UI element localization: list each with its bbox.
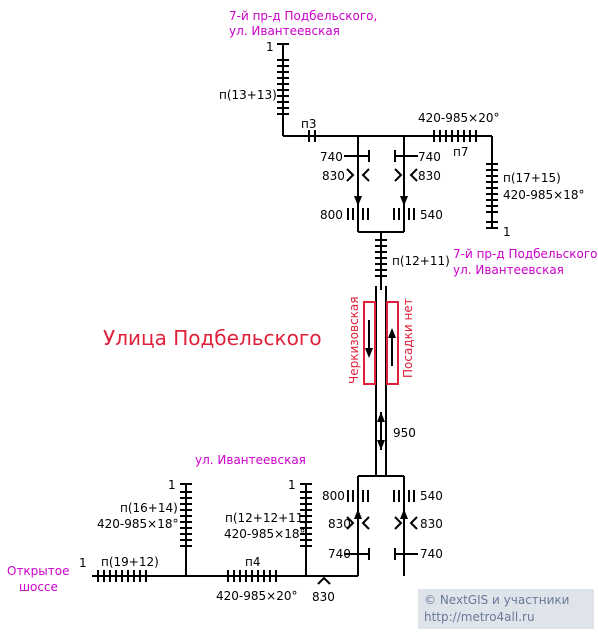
credit-box: © NextGIS и участники http://metro4all.r… <box>418 589 594 629</box>
label-dim: 420-985×20° <box>216 589 297 603</box>
label-830: 830 <box>322 169 345 183</box>
label-830: 830 <box>418 169 441 183</box>
label-740: 740 <box>328 547 351 561</box>
label-830: 830 <box>328 517 351 531</box>
chevron-up-icon <box>317 576 331 585</box>
label-740: 740 <box>420 547 443 561</box>
arrow-up-icon <box>388 328 396 338</box>
stairs-p12-12-11 <box>300 483 312 547</box>
arrow-up-icon <box>400 509 408 519</box>
stairs-p16-14 <box>180 483 192 547</box>
chevron-icon <box>361 516 370 530</box>
label-830: 830 <box>312 590 335 604</box>
label-stairs: п(12+12+11) <box>225 511 308 525</box>
chevron-icon <box>409 516 418 530</box>
chevron-icon <box>361 168 370 182</box>
label-dim: 420-985×20° <box>418 111 499 125</box>
label-p7: п7 <box>453 145 468 159</box>
stairs-p19-12 <box>97 570 147 582</box>
chevron-icon <box>394 516 403 530</box>
top-destination-line2: ул. Ивантеевская <box>229 24 340 38</box>
left-destination-line1: Открытое <box>7 564 70 578</box>
label-950: 950 <box>393 426 416 440</box>
escalator-800 <box>347 208 369 220</box>
label-stairs: п(19+12) <box>101 555 159 569</box>
credit-link[interactable]: http://metro4all.ru <box>424 610 535 624</box>
right-destination-line2: ул. Ивантеевская <box>453 263 564 277</box>
label-stairs: п(17+15) <box>503 171 561 185</box>
bottom-destination: ул. Ивантеевская <box>195 453 306 467</box>
label-dim: 420-985×18° <box>97 517 178 531</box>
count-one: 1 <box>288 478 296 492</box>
escalator-540 <box>393 208 415 220</box>
right-destination-line1: 7-й пр-д Подбельского, <box>453 247 598 261</box>
escalator-b-540 <box>393 490 415 502</box>
arrow-down-icon <box>365 348 373 358</box>
chevron-icon <box>346 168 355 182</box>
label-540: 540 <box>420 208 443 222</box>
label-540: 540 <box>420 489 443 503</box>
track-box-left <box>363 301 376 385</box>
arrow-up-icon <box>377 412 385 422</box>
chevron-icon <box>394 168 403 182</box>
label-stairs: п(16+14) <box>120 501 178 515</box>
track-no-boarding: Посадки нет <box>401 298 415 378</box>
arrow-down-icon <box>400 196 408 206</box>
stairs-right <box>486 163 498 229</box>
top-destination-line1: 7-й пр-д Подбельского, <box>229 9 377 23</box>
label-800: 800 <box>322 489 345 503</box>
label-stairs: п(13+13) <box>219 88 277 102</box>
label-dim: 420-985×18° <box>503 188 584 202</box>
chevron-icon <box>409 168 418 182</box>
track-box-right <box>386 301 399 385</box>
label-800: 800 <box>320 208 343 222</box>
label-p4: п4 <box>245 555 260 569</box>
count-one: 1 <box>168 478 176 492</box>
credit-line: © NextGIS и участники <box>424 593 570 607</box>
count-one: 1 <box>79 556 87 570</box>
arrow-up-icon <box>354 509 362 519</box>
count-one: 1 <box>503 225 511 239</box>
label-830: 830 <box>420 517 443 531</box>
escalator-b-800 <box>347 490 369 502</box>
count-one: 1 <box>266 40 274 54</box>
door-p3 <box>308 130 316 142</box>
street-name: Улица Подбельского <box>103 326 322 350</box>
left-destination-line2: шоссе <box>19 580 58 594</box>
stairs-center <box>375 239 387 277</box>
arrow-down-icon <box>354 196 362 206</box>
label-stairs: п(12+11) <box>392 254 450 268</box>
stairs-p4 <box>227 570 277 582</box>
chevron-icon <box>346 516 355 530</box>
label-740: 740 <box>320 150 343 164</box>
label-dim: 420-985×18° <box>224 527 305 541</box>
label-p3: п3 <box>301 117 316 131</box>
arrow-down-icon <box>377 440 385 450</box>
label-740: 740 <box>418 150 441 164</box>
stairs-top-left <box>277 43 289 115</box>
track-cherkizovskaya: Черкизовская <box>347 297 361 385</box>
